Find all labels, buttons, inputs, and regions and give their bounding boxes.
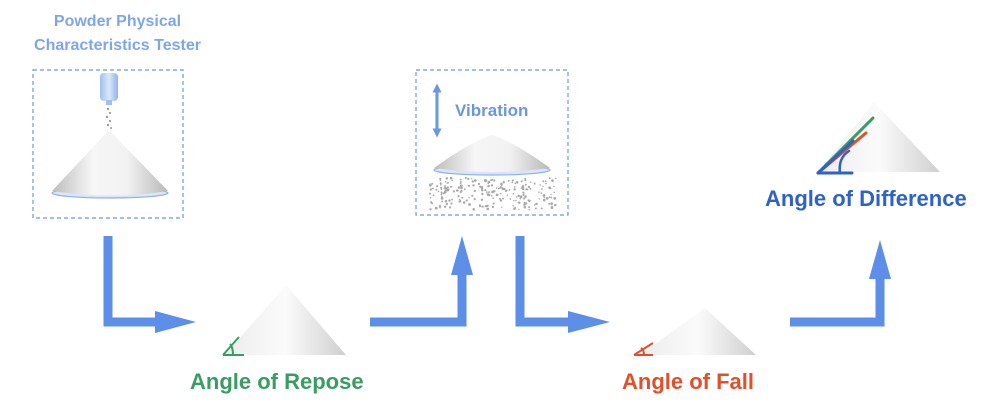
flow-arrow-1 (103, 236, 196, 333)
fall-angle-icon (633, 342, 654, 356)
repose-pile (222, 285, 346, 356)
difference-angle-icon (816, 116, 875, 175)
flow-arrow-2 (370, 236, 473, 327)
funnel-icon (100, 73, 118, 105)
flow-arrow-3 (515, 236, 610, 333)
vibration-label: Vibration (455, 101, 529, 120)
flow-arrow-4 (790, 240, 891, 327)
fall-pile (633, 308, 756, 356)
vibration-box (415, 69, 569, 216)
angle-of-fall-label: Angle of Fall (622, 369, 754, 394)
collapsed-cone-icon (433, 135, 551, 176)
difference-pile (816, 102, 940, 175)
scattered-powder-icon (428, 176, 557, 211)
angle-of-difference-label: Angle of Difference (765, 186, 967, 211)
falling-powder-icon (105, 107, 112, 129)
tester-box (32, 69, 184, 219)
tester-title-line2: Characteristics Tester (34, 37, 201, 54)
angle-of-repose-label: Angle of Repose (190, 369, 364, 394)
tester-title-line1: Powder Physical (53, 13, 182, 30)
powder-cone-icon (51, 130, 169, 199)
repose-angle-icon (222, 336, 244, 356)
tester-title: Powder Physical Characteristics Tester (10, 10, 225, 58)
